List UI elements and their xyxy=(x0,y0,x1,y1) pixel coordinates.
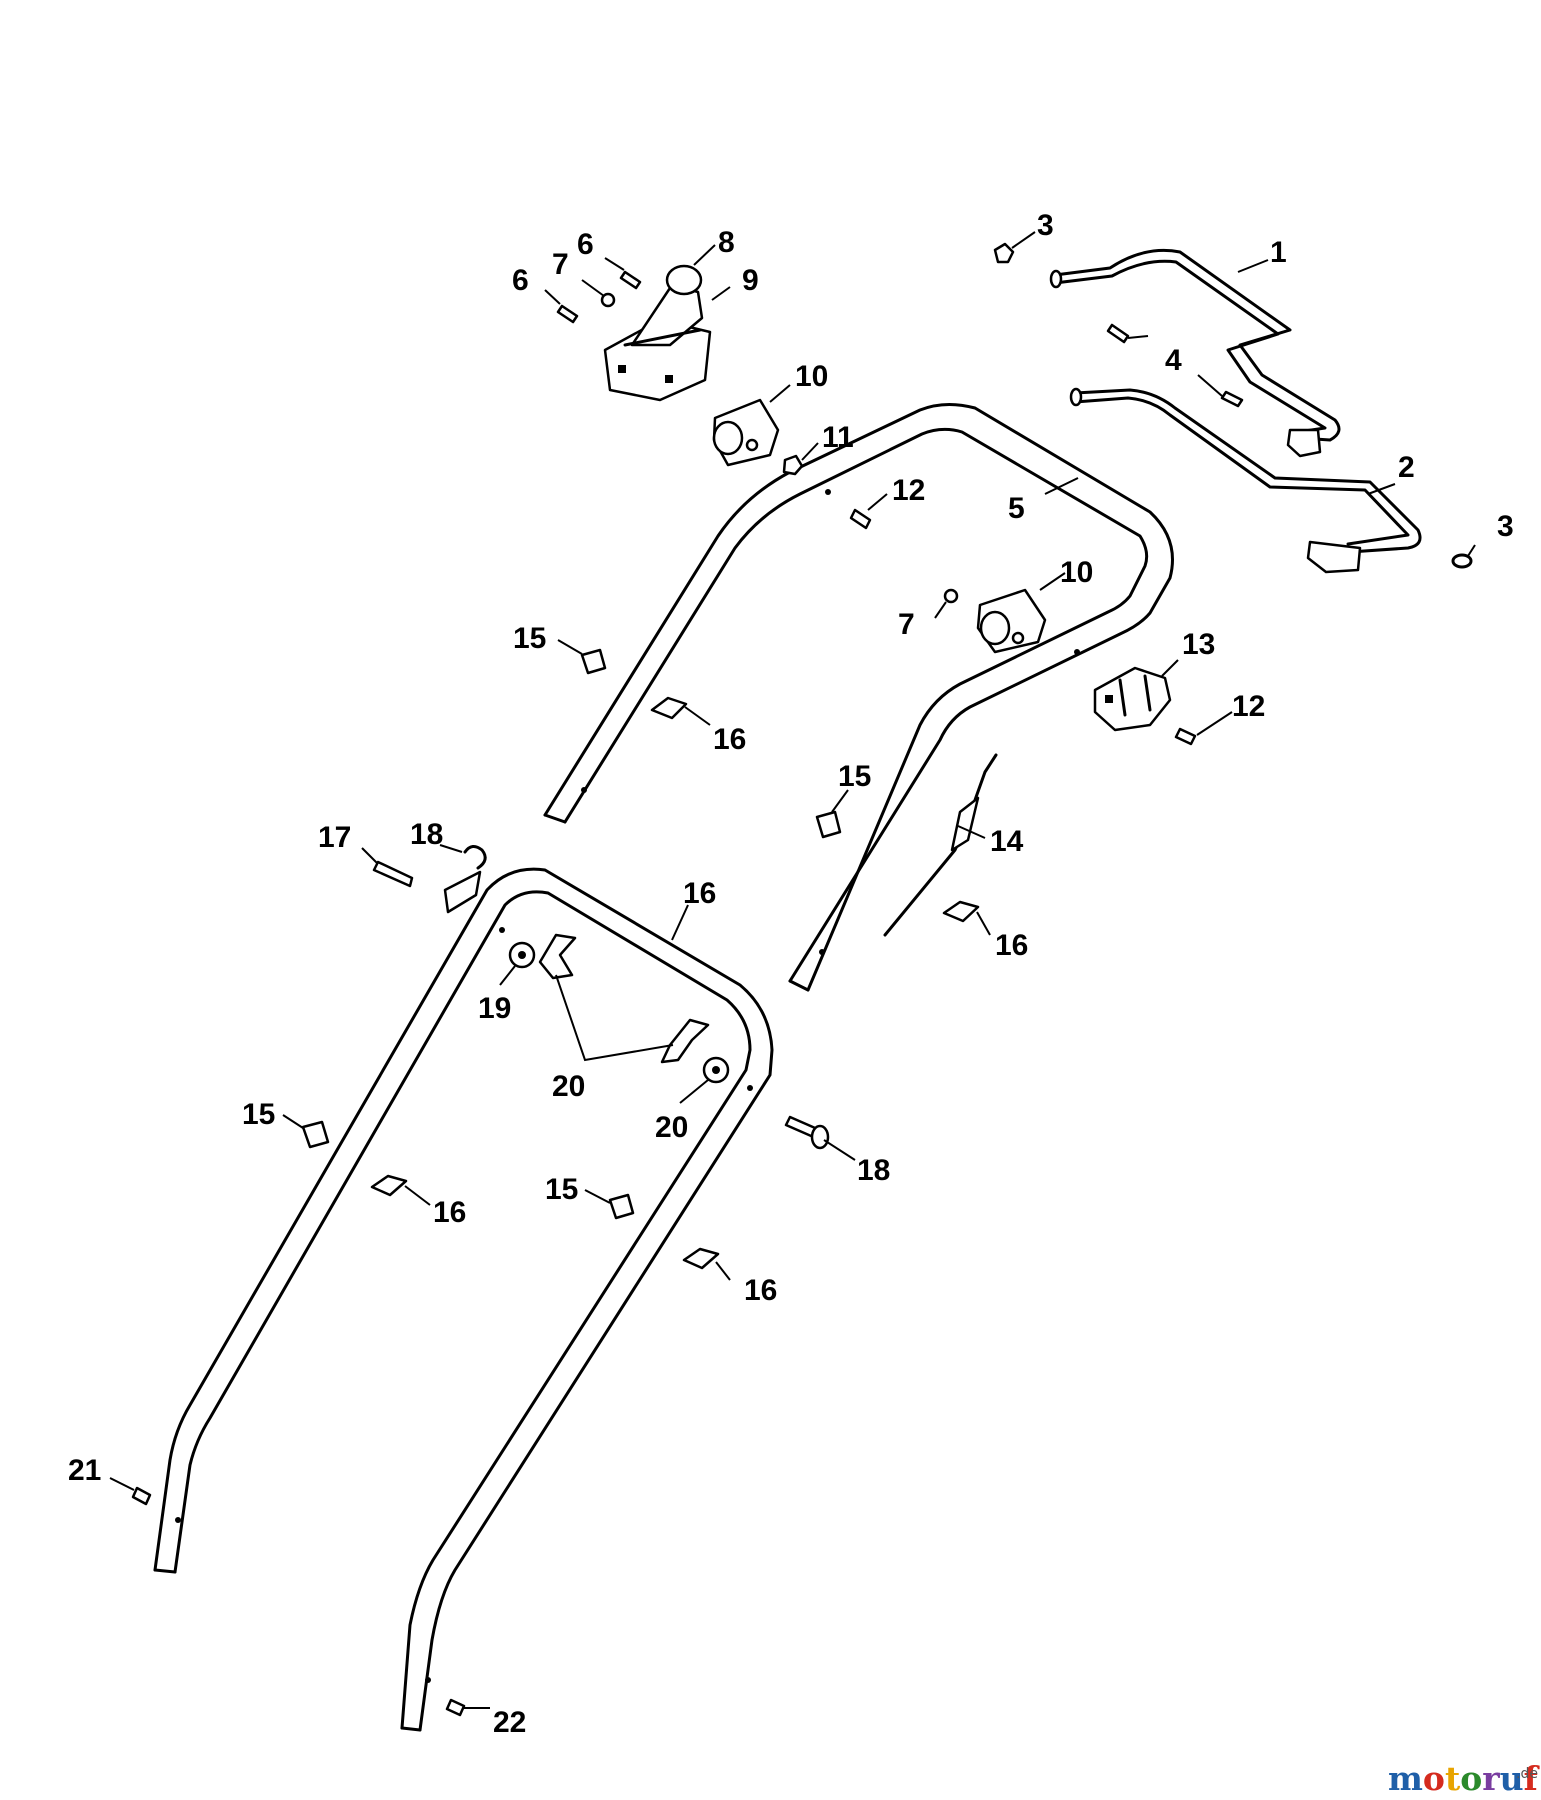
watermark-letter: r xyxy=(1482,1759,1500,1798)
throttle-lever xyxy=(603,264,712,402)
callout-1: 1 xyxy=(1270,236,1287,269)
callout-15: 15 xyxy=(838,760,871,793)
callout-16: 16 xyxy=(433,1196,466,1229)
callout-18: 18 xyxy=(857,1154,890,1187)
watermark-letter: f xyxy=(1524,1759,1540,1798)
callout-3: 3 xyxy=(1497,510,1514,543)
callout-numbers: 1 2 3 3 4 5 6 6 7 7 8 9 10 10 11 12 12 1… xyxy=(68,209,1514,1739)
fasteners xyxy=(131,242,1473,1717)
callout-11: 11 xyxy=(822,421,854,454)
callout-3: 3 xyxy=(1037,209,1054,242)
callout-8: 8 xyxy=(718,226,735,259)
watermark-letter: o xyxy=(1423,1759,1445,1798)
watermark-letter: u xyxy=(1500,1759,1524,1798)
bowden-cable xyxy=(883,753,998,937)
callout-10: 10 xyxy=(795,360,828,393)
callout-12: 12 xyxy=(1232,690,1265,723)
callout-12: 12 xyxy=(892,474,925,507)
callout-15: 15 xyxy=(242,1098,275,1131)
callout-16: 16 xyxy=(744,1274,777,1307)
callout-16: 16 xyxy=(713,723,746,756)
callout-10: 10 xyxy=(1060,556,1093,589)
upper-handle xyxy=(543,403,1174,992)
callout-20: 19 xyxy=(478,992,511,1025)
switch-housing xyxy=(1093,666,1172,732)
callout-17: 16 xyxy=(683,877,716,910)
watermark-logo: motoruf .de xyxy=(1388,1759,1540,1798)
callout-7: 7 xyxy=(898,608,915,641)
callout-18: 17 xyxy=(318,821,351,854)
callout-21: 20 xyxy=(552,1070,585,1103)
watermark-text: motoruf xyxy=(1388,1759,1540,1798)
watermark-letter: t xyxy=(1445,1759,1461,1798)
callout-15: 15 xyxy=(545,1173,578,1206)
callout-5: 5 xyxy=(1008,492,1025,525)
watermark-letter: m xyxy=(1388,1759,1423,1798)
leader-lines xyxy=(109,231,1476,1709)
callout-14: 14 xyxy=(990,825,1024,858)
watermark-letter: o xyxy=(1460,1759,1482,1798)
callout-6: 6 xyxy=(577,228,594,261)
watermark-suffix: .de xyxy=(1516,1766,1538,1782)
bail-bar-2 xyxy=(1069,387,1422,574)
callout-16: 16 xyxy=(995,929,1028,962)
callout-2: 2 xyxy=(1398,451,1415,484)
cable-clamp-lower xyxy=(976,588,1047,654)
callout-9: 9 xyxy=(742,264,759,297)
callout-22: 21 xyxy=(68,1454,101,1487)
callout-13: 13 xyxy=(1182,628,1215,661)
callout-7: 7 xyxy=(552,248,569,281)
callout-15: 15 xyxy=(513,622,546,655)
callout-19: 18 xyxy=(410,818,443,851)
callout-6: 6 xyxy=(512,264,529,297)
callout-4: 4 xyxy=(1165,344,1182,377)
cable-clamp-upper xyxy=(712,398,780,467)
lower-handle xyxy=(153,867,774,1732)
callout-22: 22 xyxy=(493,1706,526,1739)
bail-bar-1 xyxy=(1049,248,1341,458)
callout-20: 20 xyxy=(655,1111,688,1144)
